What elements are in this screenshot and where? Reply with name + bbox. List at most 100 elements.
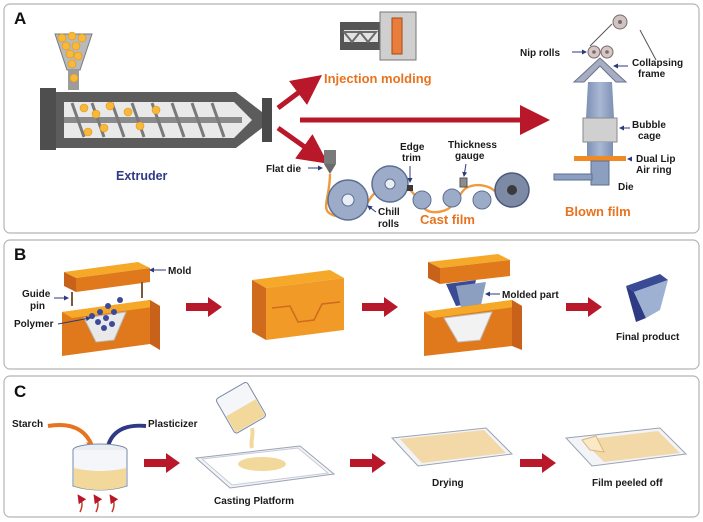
peeled-film-tray (564, 427, 688, 467)
nip-rolls-label: Nip rolls (520, 48, 560, 59)
panel-b-frame (3, 239, 700, 370)
arrow-b-2 (362, 297, 398, 317)
cast-puddle (238, 457, 286, 471)
edge-trim-label-1: Edge (400, 142, 425, 153)
injection-molding-label: Injection molding (324, 71, 432, 86)
bubble-lower (587, 142, 613, 156)
panel-c-letter: C (14, 382, 26, 401)
chill-rolls-label-2: rolls (378, 219, 400, 230)
polymer-pellets (89, 297, 123, 331)
peeled-corner (581, 435, 605, 453)
guide-pin-label-1: Guide (22, 289, 51, 300)
arrow-c-1 (144, 453, 180, 473)
casting-platform-tray (194, 445, 336, 489)
casting-platform-label: Casting Platform (214, 496, 294, 507)
starch-label: Starch (12, 419, 43, 430)
edge-trim-label-2: trim (402, 153, 421, 164)
flat-die-tip (324, 164, 336, 174)
panel-c-frame (3, 375, 700, 518)
extruder-flange (262, 98, 272, 142)
collapsing-frame-label-2: frame (638, 69, 666, 80)
guide-pin-label-2: pin (30, 301, 45, 312)
flat-die-body (324, 150, 336, 164)
arrow-c-2 (350, 453, 386, 473)
drying-label: Drying (432, 478, 464, 489)
bore-tip (234, 102, 252, 138)
molded-part-label: Molded part (502, 290, 559, 301)
injection-screw (341, 30, 379, 44)
closed-mold-side (252, 280, 266, 340)
panel-a-arrows (276, 75, 550, 164)
pour-beaker-liquid (226, 399, 266, 433)
eject-mold-top-front (440, 260, 510, 284)
closed-mold-front (266, 278, 344, 340)
arrow-to-injection (276, 75, 322, 110)
air-ring (574, 156, 626, 161)
final-product-label: Final product (616, 332, 680, 343)
arrow-b-1 (186, 297, 222, 317)
plasticizer-label: Plasticizer (148, 419, 198, 430)
pour-stream (249, 427, 255, 449)
peeled-film (582, 431, 680, 462)
final-product-part (626, 274, 668, 322)
blown-callout-lines (572, 49, 632, 162)
mold-label: Mold (168, 266, 191, 277)
beaker-liquid (74, 468, 126, 490)
mold-callout-lines (54, 267, 166, 325)
mold-top-face (64, 262, 150, 278)
panel-b-letter: B (14, 245, 26, 264)
thickness-gauge-label-1: Thickness (448, 140, 497, 151)
closed-mold-parting-line (271, 301, 341, 323)
mold-top-side (64, 272, 76, 292)
film-peeled-off-label: Film peeled off (592, 478, 663, 489)
panel-a: A (3, 3, 700, 234)
eject-mold-top-face (428, 254, 510, 268)
closed-mold-top (252, 270, 344, 288)
guide-roll-2 (442, 188, 462, 208)
panel-a-letter: A (14, 9, 26, 28)
cast-film-label: Cast film (420, 212, 475, 227)
blown-feed-pipe (553, 173, 593, 181)
mold-open (62, 262, 160, 356)
drying-film (400, 430, 506, 463)
bubble-upper (586, 82, 614, 118)
mold-ejected (424, 254, 522, 356)
guide-roll-3 (472, 190, 492, 210)
eject-mold-bottom-top (424, 300, 522, 318)
collapsing-frame (572, 57, 628, 83)
extruder-motor (40, 88, 56, 150)
thickness-gauge-sensor (459, 177, 468, 188)
injection-cavity (391, 17, 403, 55)
bubble-cage-label-1: Bubble (632, 120, 666, 131)
arrow-to-cast (276, 125, 329, 164)
pellets (57, 31, 161, 137)
arrow-b-3 (566, 297, 602, 317)
molded-part (456, 282, 486, 312)
mold-bottom-top (62, 300, 160, 318)
guide-roll-1 (412, 190, 432, 210)
starch-arrow (47, 423, 94, 447)
collapsing-frame-label-1: Collapsing (632, 58, 683, 69)
blown-film-label: Blown film (565, 204, 631, 219)
pouring-beaker (216, 382, 266, 449)
bubble-cage (582, 117, 618, 143)
film-to-pulley-right (639, 29, 657, 61)
mold-bottom-side (150, 300, 160, 350)
thickness-gauge-label-2: gauge (455, 151, 485, 162)
heat-arrows (77, 494, 119, 513)
film-to-pulley-left (589, 23, 613, 47)
arrow-c-3 (520, 453, 556, 473)
eject-mold-cavity (443, 311, 493, 343)
final-product-front (634, 280, 668, 318)
edge-trim-knife (407, 185, 413, 191)
polymer-label: Polymer (14, 319, 54, 330)
flat-die-label: Flat die (266, 164, 301, 175)
cast-film-line (324, 150, 530, 221)
mold-closed (252, 270, 344, 340)
blown-film-tower (553, 14, 657, 186)
injection-machine (340, 11, 417, 61)
panel-c: C Starch Plasticizer (3, 375, 700, 518)
final-product-top (626, 274, 668, 292)
drying-tray (390, 427, 514, 467)
